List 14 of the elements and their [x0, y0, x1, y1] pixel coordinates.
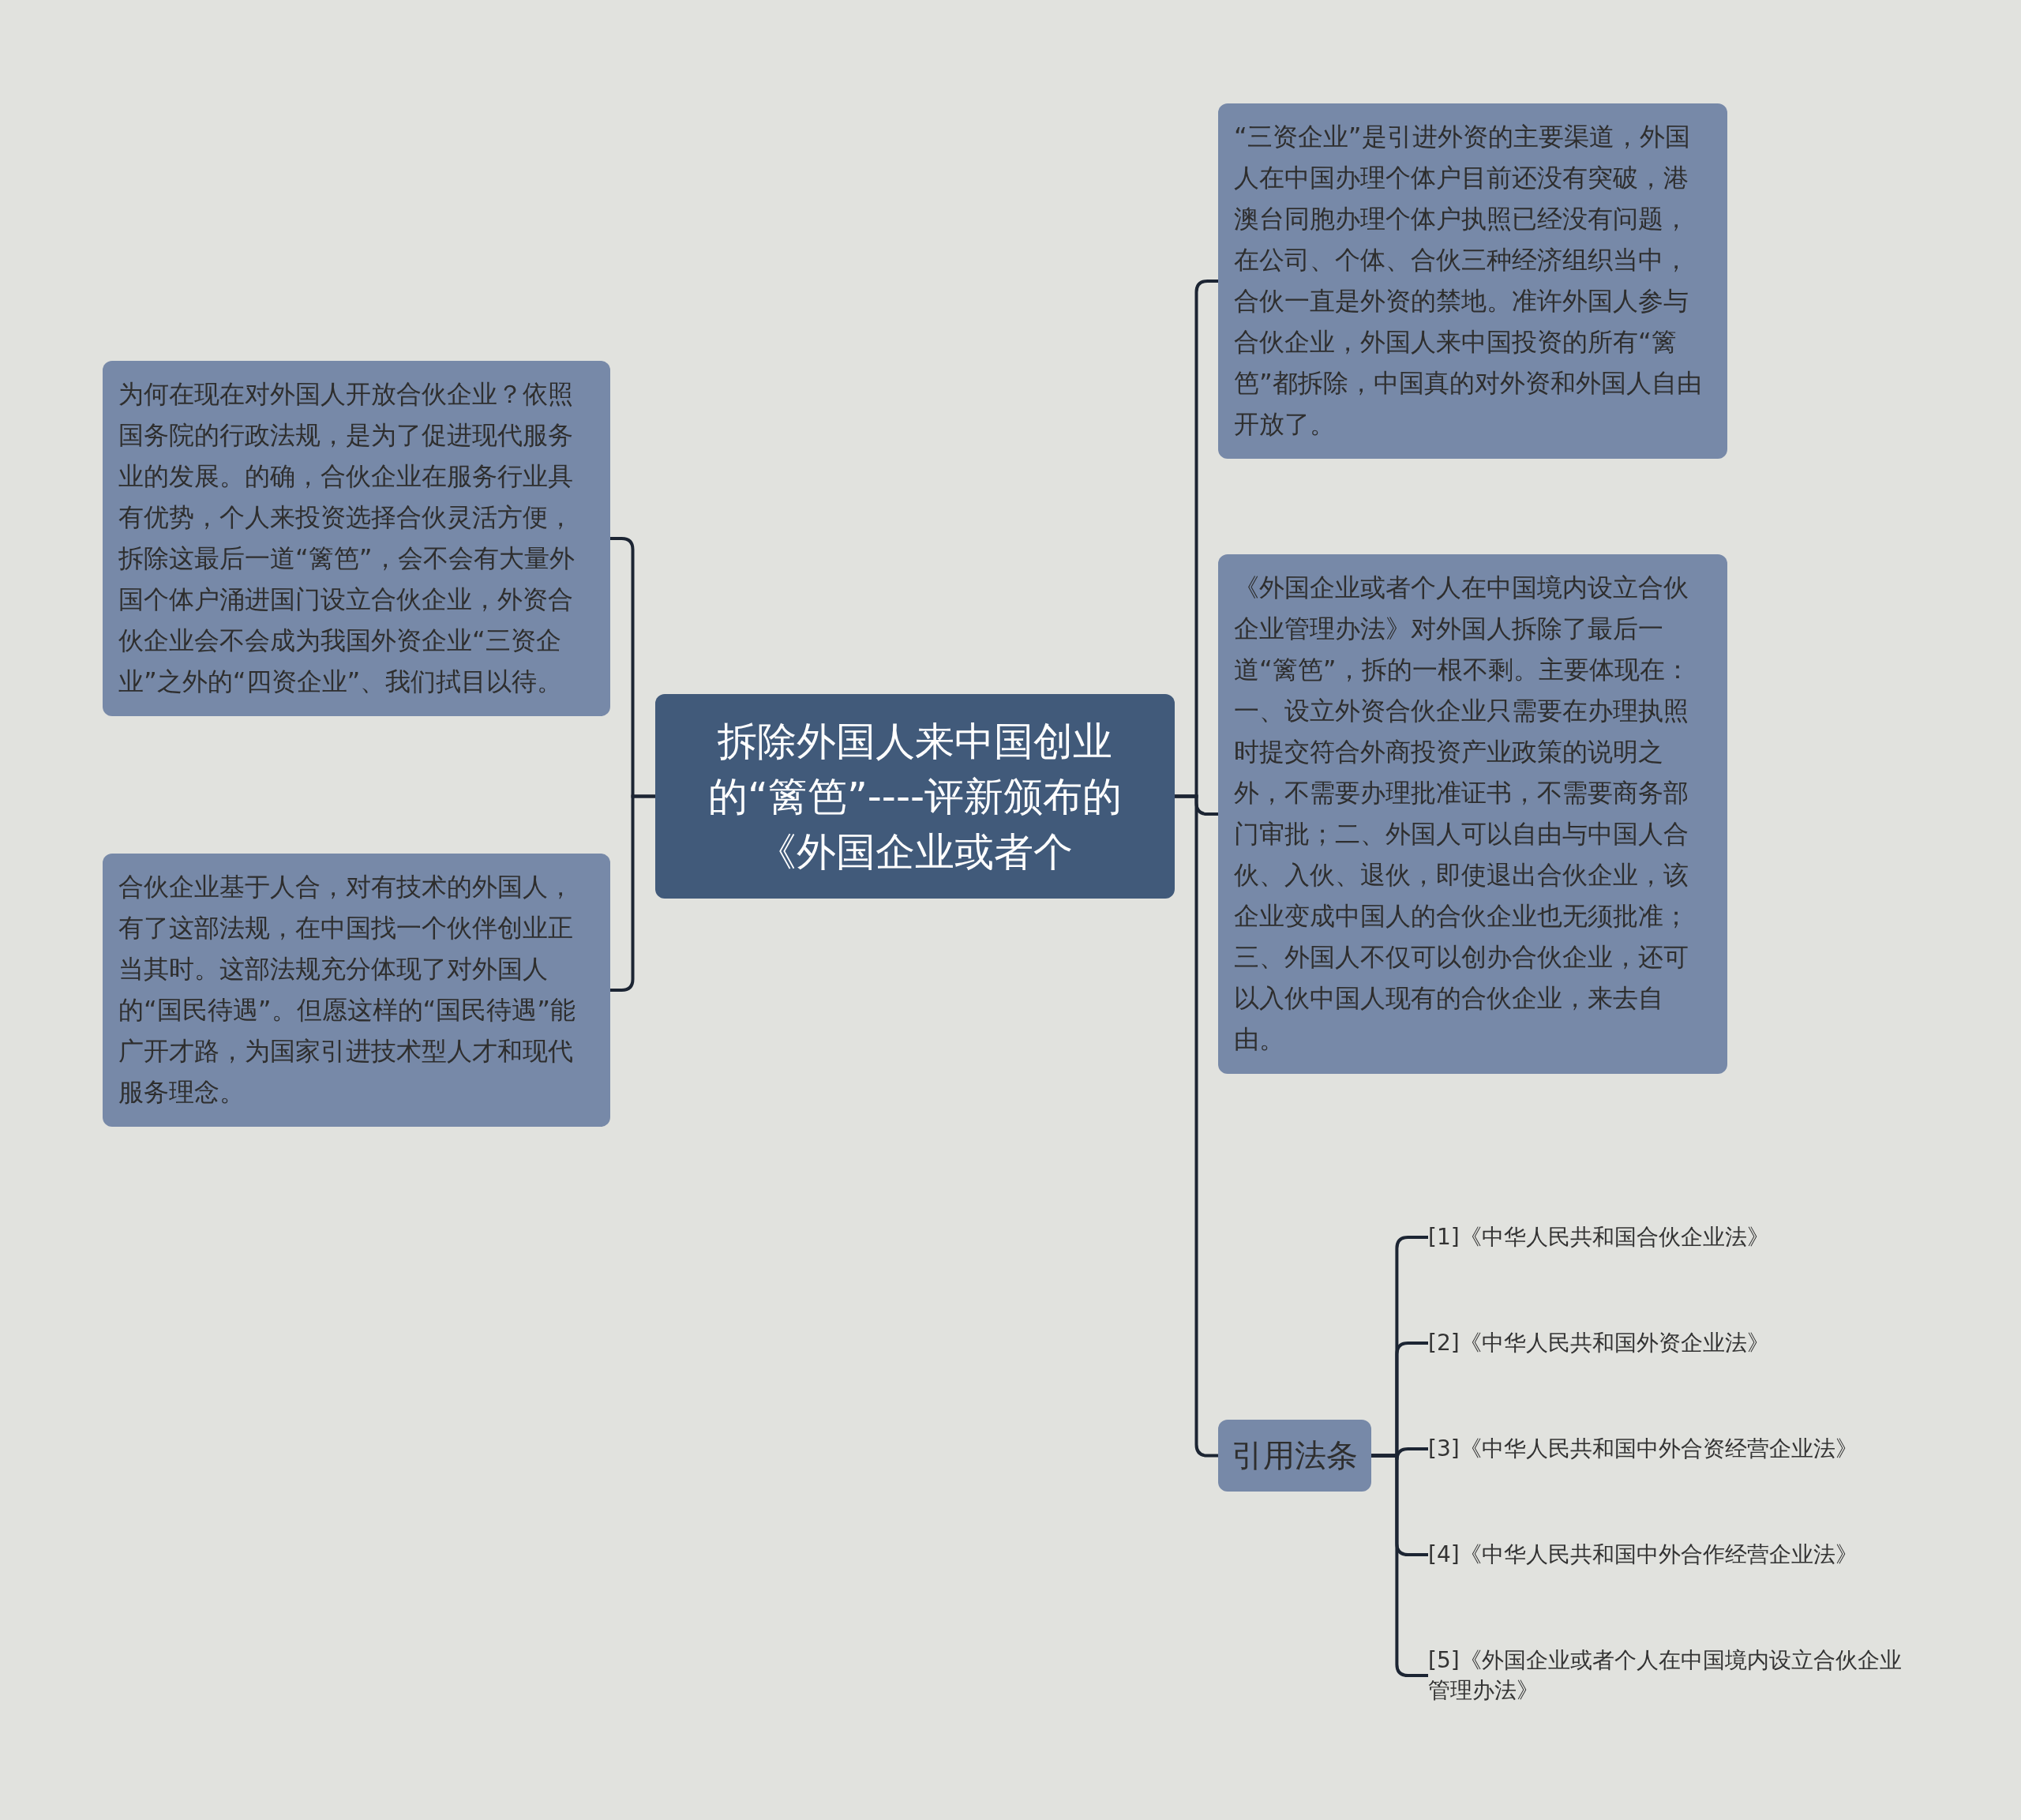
topic-box: 为何在现在对外国人开放合伙企业？依照国务院的行政法规，是为了促进现代服务业的发展。的确，合伙企业在服务行业具有优势，个人来投资选择合伙灵活方便，拆除这最后一道“篱笆”，会不会有大量外国个体户涌进国门设立合伙企业，外资合伙企业会不会成为我国外资企业“三资企业”之外的“四资企业”、我们拭目以待。	[103, 361, 610, 716]
topic-box: “三资企业”是引进外资的主要渠道，外国人在中国办理个体户目前还没有突破，港澳台同胞办理个体户执照已经没有问题，在公司、个体、合伙三种经济组织当中，合伙一直是外资的禁地。准许外国人参与合伙企业，外国人来中国投资的所有“篱笆”都拆除，中国真的对外资和外国人自由开放了。	[1218, 103, 1727, 459]
connector-line	[610, 794, 655, 992]
reference-text: [4]《中华人民共和国中外合作经营企业法》	[1428, 1540, 1933, 1570]
central-topic-box: 拆除外国人来中国创业的“篱笆”----评新颁布的《外国企业或者个	[655, 694, 1175, 899]
topic-box: 《外国企业或者个人在中国境内设立合伙企业管理办法》对外国人拆除了最后一道“篱笆”，拆的一根不剩。主要体现在：一、设立外资合伙企业只需要在办理执照时提交符合外商投资产业政策的说明之外，不需要办理批准证书，不需要商务部门审批；二、外国人可以自由与中国人合伙、入伙、退伙，即使退出合伙企业，该企业变成中国人的合伙企业也无须批准；三、外国人不仅可以创办合伙企业，还可以入伙中国人现有的合伙企业，来去自由。	[1218, 554, 1727, 1074]
reference-text: [3]《中华人民共和国中外合资经营企业法》	[1428, 1434, 1933, 1464]
reference-text: [1]《中华人民共和国合伙企业法》	[1428, 1222, 1933, 1252]
connector-line	[1371, 1454, 1428, 1677]
topic-box: 合伙企业基于人合，对有技术的外国人，有了这部法规，在中国找一个伙伴创业正当其时。这部法规充分体现了对外国人的“国民待遇”。但愿这样的“国民待遇”能广开才路，为国家引进技术型人才和现代服务理念。	[103, 854, 610, 1127]
reference-text: [2]《中华人民共和国外资企业法》	[1428, 1328, 1933, 1358]
reference-text: [5]《外国企业或者个人在中国境内设立合伙企业管理办法》	[1428, 1646, 1902, 1706]
connector-line	[1175, 794, 1218, 1458]
subtopic-box: 引用法条	[1218, 1420, 1371, 1492]
